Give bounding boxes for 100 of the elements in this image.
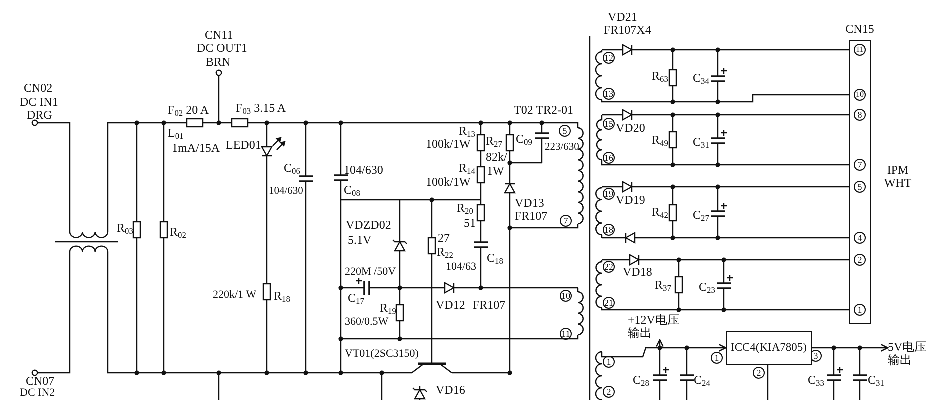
pin-number: 5 — [559, 125, 571, 137]
component-label: F$_{03}$ 3.15 A — [236, 101, 286, 115]
pin-number: 21 — [603, 297, 615, 309]
pin-number: 11 — [854, 44, 866, 56]
component-label: 220k/1 W — [213, 288, 256, 302]
component-label: R$_{37}$ — [655, 278, 672, 292]
component-label: C$_{27}$ — [693, 208, 710, 222]
component-label: R$_{42}$ — [652, 205, 668, 219]
component-label: 223/630 — [545, 141, 580, 155]
component-label: BRN — [206, 55, 231, 69]
component-label: R$_{63}$ — [652, 69, 668, 83]
component-label: 104/630 — [344, 163, 384, 177]
component-label: CN02 — [24, 81, 53, 95]
component-label: 82k/ — [486, 150, 508, 164]
component-label: 100k/1W — [426, 175, 471, 189]
connector-name: CN15 — [844, 22, 876, 36]
pin-number: 7 — [560, 215, 572, 227]
component-label: VDZD02 — [346, 218, 392, 232]
component-label: 104/63 — [446, 260, 477, 274]
component-label: C$_{17}$ — [348, 291, 364, 305]
pin-number: 22 — [603, 261, 615, 273]
component-label: C$_{28}$ — [633, 373, 650, 387]
pin-number: 10 — [854, 89, 866, 101]
component-label: LED01 — [226, 138, 262, 152]
component-label: VD13 — [515, 196, 544, 210]
component-label: DRG — [27, 108, 52, 122]
arrow — [700, 344, 727, 352]
component-label: 1mA/15A — [172, 141, 220, 155]
pin-number: 5 — [854, 181, 866, 193]
component-label: R$_{19}$ — [380, 301, 396, 315]
component-label: R$_{13}$ — [459, 124, 476, 138]
pin-number: 10 — [560, 290, 572, 302]
component-label: R$_{27}$ — [486, 134, 502, 148]
pin-number: 13 — [603, 88, 615, 100]
pin-number: 1 — [603, 356, 615, 368]
component-label: R$_{03}$ — [117, 221, 134, 235]
component-label: FR107X4 — [604, 23, 652, 37]
pin-number: 2 — [753, 367, 765, 379]
component-label: VD19 — [616, 193, 646, 207]
component-label: C$_{09}$ — [516, 132, 532, 146]
component-label: VD18 — [623, 265, 652, 279]
component-label: DC OUT1 — [197, 41, 248, 55]
component-label: R$_{22}$ — [437, 245, 454, 259]
connector-note: IPM WHT — [883, 164, 913, 190]
component-label: C$_{18}$ — [487, 251, 504, 265]
component-label: 360/0.5W — [345, 315, 389, 329]
component-label: C$_{34}$ — [693, 71, 710, 85]
pin-number: 16 — [603, 152, 615, 164]
regulator-ic-box: ICC4(KIA7805) — [726, 331, 812, 365]
pin-number: 12 — [603, 52, 615, 64]
pin-number: 19 — [603, 188, 615, 200]
pin-number: 4 — [854, 232, 866, 244]
component-label: VD16 — [436, 383, 466, 397]
pin-number: 15 — [603, 118, 615, 130]
component-label: R$_{02}$ — [170, 225, 186, 239]
component-label: C$_{31}$ — [693, 135, 710, 149]
component-label: 1W — [487, 164, 504, 178]
output-label: 5V电压 — [888, 341, 928, 354]
component-label: VT01(2SC3150) — [345, 347, 419, 361]
component-label: FR107 — [515, 209, 548, 223]
pin-number: 8 — [854, 109, 866, 121]
component-label: FR107 — [473, 298, 506, 312]
component-label: CN07 — [26, 374, 55, 388]
component-label: C$_{06}$ — [284, 161, 300, 175]
component-label: VD21 — [608, 10, 638, 24]
component-label: C$_{31}$ — [868, 373, 884, 387]
component-label: C$_{24}$ — [694, 373, 710, 387]
pin-number: 1 — [711, 352, 723, 364]
component-label: C$_{08}$ — [344, 183, 360, 197]
component-label: R$_{20}$ — [457, 201, 474, 215]
component-label: R$_{14}$ — [459, 161, 476, 175]
component-label: L$_{01}$ — [168, 126, 184, 140]
output-label: 输出 — [888, 354, 913, 367]
component-label: VD20 — [616, 121, 646, 135]
component-label: DC IN1 — [20, 95, 58, 109]
component-label: 5.1V — [348, 233, 372, 247]
component-label: 27 — [438, 231, 450, 245]
pin-number: 18 — [603, 224, 615, 236]
component-label: F$_{02}$ 20 A — [168, 103, 210, 117]
component-label: C$_{23}$ — [699, 280, 716, 294]
component-label: 100k/1W — [426, 137, 471, 151]
arrow — [656, 339, 664, 348]
output-label: 输出 — [628, 327, 653, 340]
pin-number: 11 — [560, 328, 572, 340]
component-label: DC IN2 — [20, 386, 56, 400]
arrow — [812, 344, 889, 352]
pin-number: 1 — [854, 304, 866, 316]
component-label: R$_{49}$ — [652, 133, 668, 147]
component-label: T02 TR2-01 — [514, 103, 574, 117]
component-label: 51 — [464, 216, 476, 230]
component-label: 220M /50V — [345, 265, 396, 279]
pin-number: 2 — [603, 386, 615, 398]
pin-number: 7 — [854, 159, 866, 171]
output-label: +12V电压 — [628, 314, 680, 327]
pin-number: 2 — [854, 254, 866, 266]
component-label: VD12 — [436, 298, 466, 312]
component-label: 104/630 — [269, 185, 304, 199]
component-label: R$_{18}$ — [274, 289, 290, 303]
component-label: C$_{33}$ — [808, 373, 824, 387]
component-label: CN11 — [205, 28, 234, 42]
